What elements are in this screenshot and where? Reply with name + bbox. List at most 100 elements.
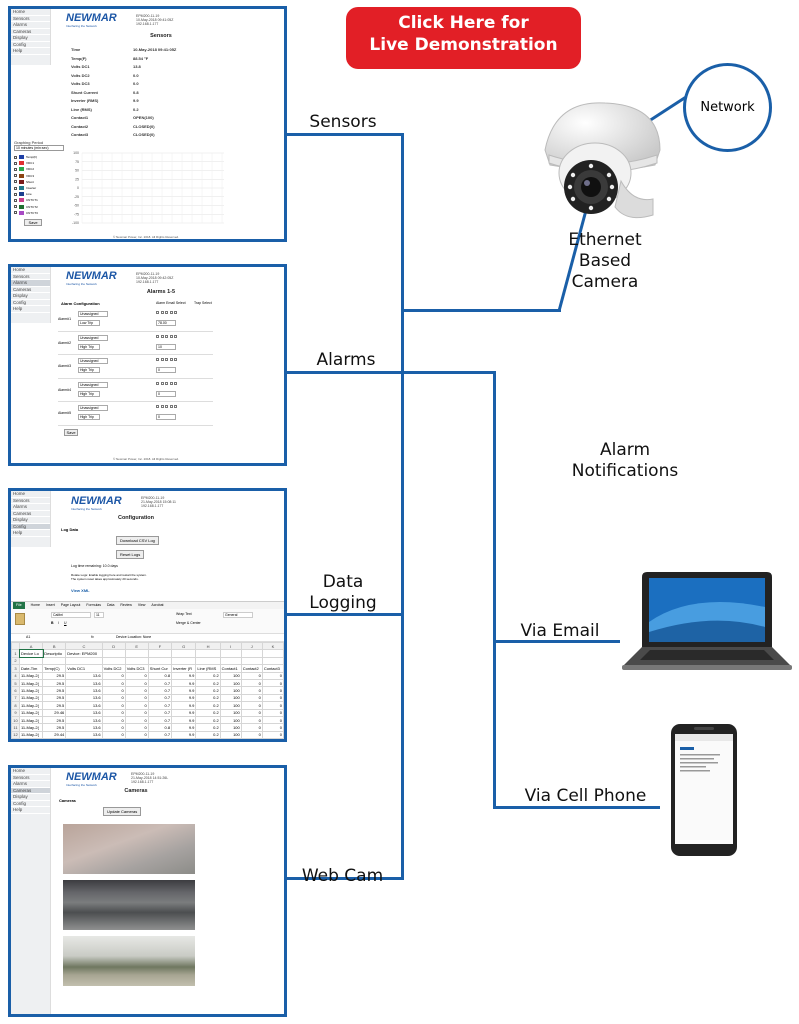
email-checkbox-icon[interactable] (169, 358, 173, 361)
email-checkbox-icon[interactable] (174, 405, 177, 408)
save-button[interactable]: Save (64, 429, 78, 436)
table-cell[interactable]: 0 (124, 671, 149, 680)
table-cell[interactable]: 0.2 (195, 730, 221, 739)
alarm-value-input[interactable]: 0 (156, 414, 176, 420)
table-cell[interactable]: 9.9 (171, 693, 197, 703)
table-cell[interactable] (18, 656, 44, 666)
sidebar-item-config[interactable]: Config (11, 523, 50, 530)
table-cell[interactable]: Device Lo (18, 648, 44, 659)
email-checkbox-icon[interactable] (156, 334, 159, 338)
table-cell[interactable]: Contact1 (219, 664, 242, 673)
table-cell[interactable]: 0 (101, 708, 126, 717)
row-header[interactable]: 13 (11, 738, 20, 739)
table-cell[interactable]: 0.7 (147, 715, 173, 725)
table-cell[interactable] (219, 649, 242, 658)
number-format-select[interactable]: General (223, 612, 253, 618)
view-xml-link[interactable]: View XML (71, 588, 90, 593)
row-header[interactable]: 12 (11, 730, 20, 739)
column-header[interactable]: F (147, 641, 173, 651)
sidebar-item-alarms[interactable]: Alarms (11, 280, 50, 287)
row-header[interactable]: 8 (11, 701, 20, 710)
column-header[interactable]: I (219, 641, 242, 651)
table-cell[interactable]: 11-May-2( (18, 715, 44, 725)
table-cell[interactable]: 11-May-2( (18, 686, 44, 695)
email-checkbox-icon[interactable] (160, 334, 164, 338)
table-cell[interactable]: 0 (124, 708, 149, 717)
legend-item[interactable]: VDC1 (14, 160, 64, 166)
email-checkbox-icon[interactable] (174, 358, 177, 361)
checkbox-icon[interactable] (14, 174, 17, 178)
table-cell[interactable]: 0 (124, 738, 149, 739)
sidebar-item-config[interactable]: Config (11, 42, 50, 48)
sidebar-item-cameras[interactable]: Cameras (11, 787, 50, 794)
sidebar-item-display[interactable]: Display (11, 794, 50, 801)
table-cell[interactable]: 0.2 (195, 693, 221, 703)
ribbon-tab[interactable]: View (137, 603, 146, 607)
table-cell[interactable] (65, 656, 103, 666)
checkbox-icon[interactable] (14, 198, 17, 202)
email-checkbox-icon[interactable] (156, 381, 159, 385)
table-cell[interactable]: 0 (124, 701, 149, 710)
alarm-trip-select[interactable]: High Trip (78, 367, 100, 373)
table-cell[interactable]: 0 (261, 678, 284, 688)
table-cell[interactable]: 13.6 (65, 723, 103, 732)
table-cell[interactable] (101, 656, 126, 666)
table-cell[interactable]: Contact3 (261, 664, 284, 673)
legend-item[interactable]: Line (14, 191, 64, 197)
row-header[interactable]: 10 (11, 715, 20, 725)
table-cell[interactable]: 13.6 (65, 686, 103, 695)
table-cell[interactable]: 29.44 (42, 730, 67, 739)
table-cell[interactable]: 0.2 (195, 686, 221, 695)
sidebar-item-config[interactable]: Config (11, 801, 50, 807)
table-cell[interactable]: 0 (101, 671, 126, 680)
table-cell[interactable] (124, 649, 149, 658)
table-cell[interactable]: 0 (261, 715, 284, 725)
table-cell[interactable] (42, 656, 67, 666)
table-cell[interactable] (195, 656, 221, 666)
table-cell[interactable]: 0 (261, 723, 284, 732)
email-checkbox-icon[interactable] (169, 334, 173, 338)
table-cell[interactable]: 0 (124, 693, 149, 703)
table-cell[interactable]: 13.6 (65, 701, 103, 710)
table-cell[interactable]: 29.5 (42, 678, 67, 688)
table-cell[interactable]: 9.9 (171, 708, 197, 717)
table-cell[interactable]: 0.2 (195, 715, 221, 725)
table-cell[interactable]: 0 (240, 678, 263, 688)
row-header[interactable]: 3 (11, 664, 20, 673)
table-cell[interactable]: Volts DC2 (101, 664, 126, 673)
update-cameras-button[interactable]: Update Cameras (103, 807, 142, 816)
sidebar-item-home[interactable]: Home (11, 9, 50, 16)
column-header[interactable] (11, 641, 20, 651)
table-cell[interactable]: 0 (261, 671, 284, 680)
sidebar-item-help[interactable]: Help (11, 807, 50, 814)
alarm-value-input[interactable]: 0 (156, 367, 176, 373)
table-cell[interactable]: 9.9 (171, 738, 197, 739)
email-checkbox-icon[interactable] (174, 334, 177, 338)
table-cell[interactable] (101, 649, 126, 658)
table-cell[interactable]: 100 (219, 715, 242, 725)
table-cell[interactable]: 13.6 (65, 678, 103, 688)
email-checkbox-icon[interactable] (165, 311, 168, 314)
table-cell[interactable]: 100 (219, 671, 242, 680)
table-cell[interactable]: 11-May-2( (18, 678, 44, 688)
table-cell[interactable]: 0.2 (195, 671, 221, 680)
column-header[interactable]: A (18, 641, 44, 651)
table-cell[interactable]: 0 (261, 730, 284, 739)
font-size-select[interactable]: 11 (94, 612, 104, 618)
alarm-value-input[interactable]: 78.00 (156, 320, 176, 326)
table-cell[interactable]: 0 (240, 715, 263, 725)
table-cell[interactable]: 0 (240, 701, 263, 710)
table-cell[interactable]: 100 (219, 693, 242, 703)
email-checkbox-icon[interactable] (160, 358, 164, 361)
email-checkbox-icon[interactable] (169, 405, 173, 408)
alarm-source-select[interactable]: Unassigned (78, 381, 108, 388)
table-cell[interactable]: 100 (219, 708, 242, 717)
table-cell[interactable]: 100 (219, 738, 242, 739)
table-cell[interactable]: Descriptio (42, 649, 67, 658)
table-cell[interactable]: 0 (240, 723, 263, 732)
table-cell[interactable]: 0.7 (147, 738, 173, 739)
table-cell[interactable]: 0.7 (147, 701, 173, 710)
sidebar-item-home[interactable]: Home (11, 267, 50, 274)
sidebar-item-home[interactable]: Home (11, 491, 50, 498)
table-cell[interactable]: 0.7 (147, 730, 173, 739)
